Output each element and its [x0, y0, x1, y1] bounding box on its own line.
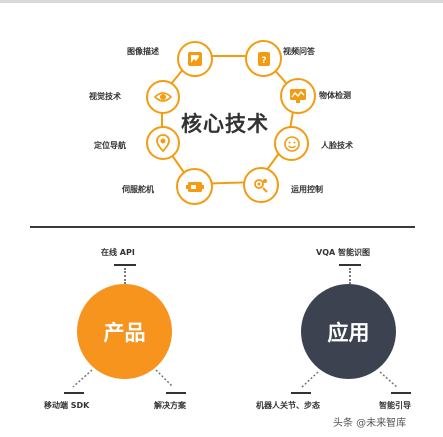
motion-control-icon: [254, 179, 268, 193]
svg-text:?: ?: [261, 56, 266, 66]
video-qa-node: ?: [245, 40, 282, 77]
product-circle: 产品: [77, 284, 172, 379]
label-face-tech: 人脸技术: [321, 141, 353, 150]
video-qa-icon: ?: [257, 51, 270, 66]
section-divider: [30, 226, 415, 228]
label-vision-tech: 视觉技术: [89, 92, 121, 101]
application-label: 应用: [327, 320, 370, 345]
image-caption-icon: [188, 52, 202, 66]
label-image-caption: 图像描述: [127, 47, 159, 56]
servo-node: [176, 168, 213, 205]
application-bottom-left-label: 机器人关节、步态: [256, 401, 320, 410]
servo-motor-icon: [185, 181, 204, 192]
product-right-dash: [166, 392, 186, 394]
application-circle: 应用: [301, 284, 396, 379]
image-caption-node: [177, 41, 213, 77]
object-detection-icon: [290, 89, 306, 103]
label-video-qa: 视频问答: [283, 47, 315, 56]
product-label: 产品: [103, 320, 146, 345]
application-left-dash: [291, 392, 311, 394]
label-location-nav: 定位导航: [94, 141, 126, 150]
application-bottom-right-label: 智能引导: [379, 401, 411, 410]
object-detection-node: [280, 78, 316, 114]
vision-eye-icon: [154, 92, 172, 102]
vision-tech-node: [146, 80, 180, 114]
product-top-label: 在线 API: [101, 248, 135, 257]
label-motion-control: 运用控制: [291, 185, 323, 194]
product-bottom-right-label: 解决方案: [154, 401, 186, 410]
core-tech-title: 核心技术: [181, 112, 269, 136]
location-pin-icon: [156, 134, 170, 152]
face-icon: [283, 135, 300, 152]
application-top-label: VQA 智能识图: [316, 248, 370, 257]
application-right-dash: [391, 392, 411, 394]
application-top-dash: [339, 264, 361, 266]
motion-control-node: [243, 167, 279, 203]
product-top-dash: [114, 264, 136, 266]
face-tech-node: [274, 126, 309, 161]
label-object-detection: 物体检测: [319, 91, 351, 100]
product-left-dash: [64, 392, 84, 394]
product-top-connector: [124, 268, 126, 284]
product-bottom-left-label: 移动端 SDK: [44, 401, 90, 410]
location-nav-node: [146, 126, 180, 160]
application-top-connector: [349, 268, 351, 284]
top-border: [0, 0, 443, 3]
watermark: 头条 @未来智库: [333, 418, 407, 429]
label-servo: 伺服舵机: [122, 185, 154, 194]
